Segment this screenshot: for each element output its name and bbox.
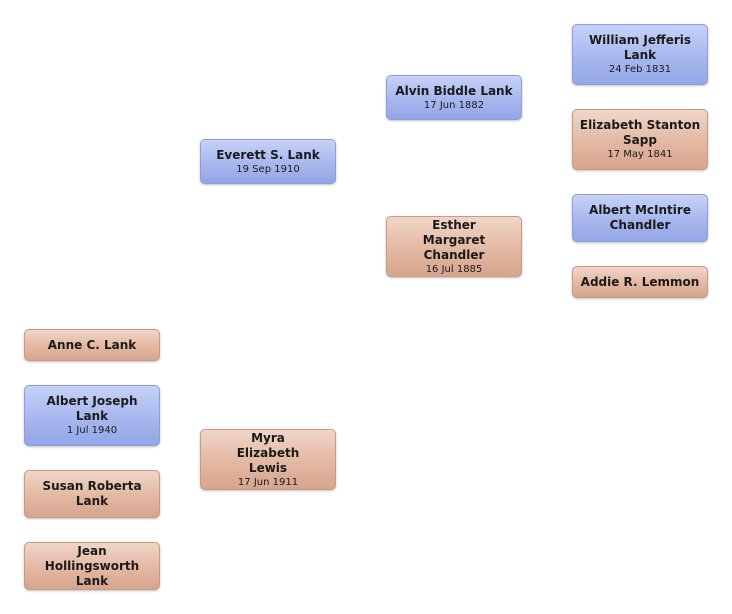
person-card-esther-chandler[interactable]: Esther Margaret Chandler 16 Jul 1885 <box>386 216 522 277</box>
person-card-anne-lank[interactable]: Anne C. Lank <box>24 329 160 361</box>
person-birth-date: 1 Jul 1940 <box>66 425 118 436</box>
person-card-elizabeth-sapp[interactable]: Elizabeth Stanton Sapp 17 May 1841 <box>572 109 708 170</box>
person-birth-date: 17 Jun 1882 <box>423 99 485 111</box>
person-name: Elizabeth Stanton Sapp <box>579 118 701 147</box>
person-birth-date: 17 Jun 1911 <box>237 476 299 488</box>
person-birth-date: 16 Jul 1885 <box>425 263 483 275</box>
person-birth-date: 19 Sep 1910 <box>236 163 300 175</box>
person-name: William Jefferis Lank <box>588 33 692 62</box>
person-card-albert-mcintire-chandler[interactable]: Albert McIntire Chandler <box>572 194 708 242</box>
person-name: Myra Elizabeth Lewis <box>236 430 300 475</box>
person-card-myra-lewis[interactable]: Myra Elizabeth Lewis 17 Jun 1911 <box>200 429 336 490</box>
person-name: Albert McIntire Chandler <box>589 203 691 232</box>
person-name: Esther Margaret Chandler <box>422 217 486 262</box>
person-card-everett-lank[interactable]: Everett S. Lank 19 Sep 1910 <box>200 139 336 184</box>
person-name: Everett S. Lank <box>216 147 320 162</box>
person-name: Alvin Biddle Lank <box>395 83 513 98</box>
person-birth-date: 17 May 1841 <box>607 149 673 160</box>
person-card-william-lank[interactable]: William Jefferis Lank 24 Feb 1831 <box>572 24 708 85</box>
person-name: Susan Roberta Lank <box>42 479 142 508</box>
person-card-alvin-lank[interactable]: Alvin Biddle Lank 17 Jun 1882 <box>386 75 522 120</box>
person-card-addie-lemmon[interactable]: Addie R. Lemmon <box>572 266 708 298</box>
person-name: Albert Joseph Lank <box>46 394 138 423</box>
person-birth-date: 24 Feb 1831 <box>608 64 672 75</box>
person-card-jean-lank[interactable]: Jean Hollingsworth Lank <box>24 542 160 590</box>
person-name: Jean Hollingsworth Lank <box>44 543 140 588</box>
person-name: Addie R. Lemmon <box>580 274 700 289</box>
person-name: Anne C. Lank <box>47 337 137 352</box>
person-card-albert-joseph-lank[interactable]: Albert Joseph Lank 1 Jul 1940 <box>24 385 160 446</box>
person-card-susan-lank[interactable]: Susan Roberta Lank <box>24 470 160 518</box>
